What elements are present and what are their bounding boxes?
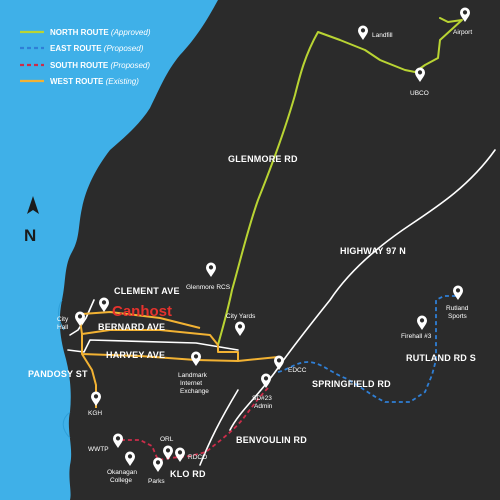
legend-east-route: EAST ROUTE: [50, 44, 102, 53]
place-label-rutland-sports: Rutland Sports: [446, 305, 470, 320]
road-label-highway97: HIGHWAY 97 N: [340, 246, 406, 256]
place-label-kgh: KGH: [88, 410, 102, 417]
landmark-line-2: Internet: [180, 380, 202, 387]
south-route-line: [122, 387, 269, 461]
west-route-line: [79, 311, 281, 408]
place-label-firehall: Firehall #3: [401, 333, 432, 340]
place-label-city-yards: City Yards: [226, 313, 256, 320]
sd23-line-1: SD#23: [252, 395, 272, 402]
legend-east: EAST ROUTE (Proposed): [50, 44, 144, 53]
legend-east-status: (Proposed): [104, 44, 144, 53]
rutland-sports-line-1: Rutland: [446, 305, 469, 312]
legend-north-status: (Approved): [111, 28, 151, 37]
legend-west-status: (Existing): [106, 77, 140, 86]
compass-letter: N: [24, 226, 36, 245]
okanagan-college-line-1: Okanagan: [107, 469, 137, 476]
landmark-line-1: Landmark: [178, 372, 208, 379]
rutland-sports-line-2: Sports: [448, 313, 468, 320]
place-label-glenmore-rcs: Glenmore RCS: [186, 284, 231, 291]
legend-south-route: SOUTH ROUTE: [50, 61, 109, 70]
sd23-line-2: Admin: [254, 403, 273, 410]
north-route-line: [217, 17, 463, 346]
pandosy-road: [67, 339, 239, 353]
east-route-line: [277, 295, 458, 403]
place-label-landfill: Landfill: [372, 32, 393, 39]
road-label-rutland: RUTLAND RD S: [406, 353, 476, 363]
city-hall-road: [69, 299, 95, 336]
road-label-springfield: SPRINGFIELD RD: [312, 379, 391, 389]
road-label-pandosy: PANDOSY ST: [28, 369, 88, 379]
road-label-klo: KLO RD: [170, 469, 206, 479]
road-label-bernard: BERNARD AVE: [98, 322, 165, 332]
place-label-wwtp: WWTP: [88, 446, 109, 453]
road-label-clement: CLEMENT AVE: [114, 286, 180, 296]
road-label-benvoulin: BENVOULIN RD: [236, 435, 307, 445]
place-label-city-hall: City Hall: [57, 316, 70, 331]
road-network: [67, 149, 496, 466]
benvoulin-road: [199, 389, 239, 466]
legend-north: NORTH ROUTE (Approved): [50, 28, 151, 37]
landmark-line-3: Exchange: [180, 388, 209, 395]
north-arrow-icon: N: [24, 196, 39, 245]
place-label-airport: Airport: [453, 29, 472, 36]
legend: NORTH ROUTE (Approved) EAST ROUTE (Propo…: [20, 28, 151, 86]
brand-label: Canhost: [112, 303, 172, 320]
place-label-landmark: Landmark Internet Exchange: [178, 372, 209, 395]
highway-97-road: [229, 149, 496, 431]
legend-south: SOUTH ROUTE (Proposed): [50, 61, 150, 70]
place-label-orl: ORL: [160, 436, 174, 443]
place-pins: Landfill Airport UBCO Glenmore RCS City …: [57, 7, 472, 485]
lake: [0, 0, 218, 500]
place-label-sd23: SD#23 Admin: [252, 395, 274, 410]
lake-shore-detail: [57, 299, 71, 439]
place-label-parks: Parks: [148, 478, 165, 485]
city-hall-line-2: Hall: [57, 324, 69, 331]
legend-south-status: (Proposed): [110, 61, 150, 70]
road-label-harvey: HARVEY AVE: [106, 350, 165, 360]
legend-north-route: NORTH ROUTE: [50, 28, 109, 37]
road-label-glenmore: GLENMORE RD: [228, 154, 298, 164]
place-label-ubco: UBCO: [410, 90, 429, 97]
place-label-okanagan-college: Okanagan College: [107, 469, 139, 484]
okanagan-college-line-2: College: [110, 477, 132, 484]
legend-west-route: WEST ROUTE: [50, 77, 104, 86]
city-hall-line-1: City: [57, 316, 69, 323]
legend-west: WEST ROUTE (Existing): [50, 77, 139, 86]
place-label-rdco: RDCO: [188, 454, 207, 461]
place-label-edcc: EDCC: [288, 367, 307, 374]
